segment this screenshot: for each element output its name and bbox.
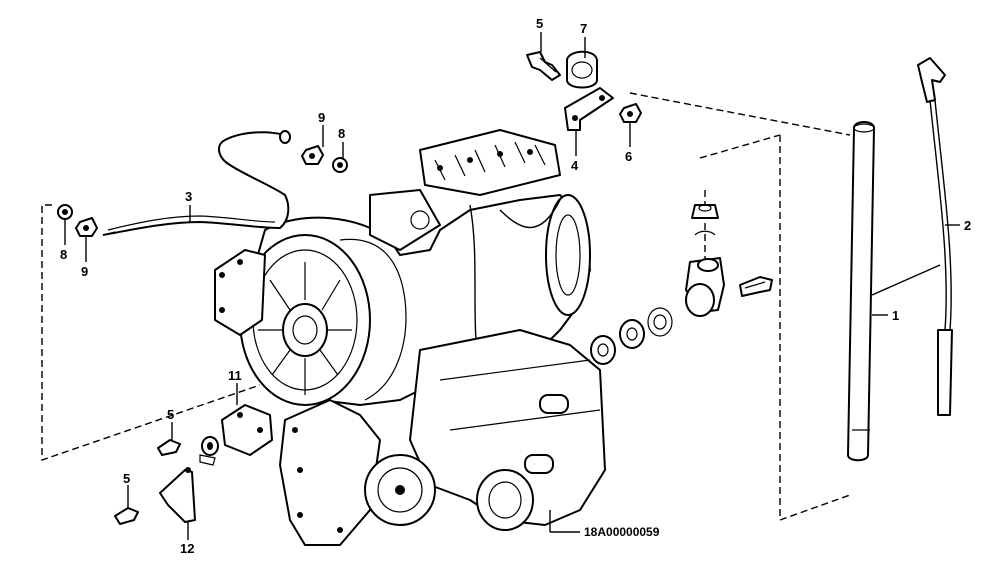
callout-1: 1: [892, 308, 899, 323]
dipstick: [917, 57, 953, 416]
transmission-housing: [214, 129, 606, 546]
sensor-assembly: [114, 404, 273, 525]
nut-cluster-top: [301, 145, 348, 173]
fitting-stack: [590, 204, 773, 365]
bracket-and-nut: [564, 87, 642, 131]
callout-8-left: 8: [60, 247, 67, 262]
callout-9-top: 9: [318, 110, 325, 125]
callout-2: 2: [964, 218, 971, 233]
callout-5-bottom: 5: [123, 471, 130, 486]
callout-3: 3: [185, 189, 192, 204]
callout-4: 4: [571, 158, 579, 173]
callout-9-left: 9: [81, 264, 88, 279]
callout-5-top: 5: [536, 16, 543, 31]
bolt-and-clamp-top: [526, 50, 598, 89]
callout-5-middle: 5: [167, 407, 174, 422]
drawing-code: 18A00000059: [584, 525, 660, 539]
callout-7: 7: [580, 21, 587, 36]
nut-cluster-left: [57, 204, 98, 237]
callout-8-top: 8: [338, 126, 345, 141]
callout-12: 12: [180, 541, 194, 556]
callout-6: 6: [625, 149, 632, 164]
leader-lines: [64, 32, 960, 540]
breather-hose: [102, 130, 291, 236]
callout-11: 11: [228, 368, 242, 383]
filler-tube: [847, 121, 875, 462]
callouts: 5 7 4 6 9 8 3 8 9 1 2 11 5 5 12 18A00000…: [60, 16, 971, 556]
